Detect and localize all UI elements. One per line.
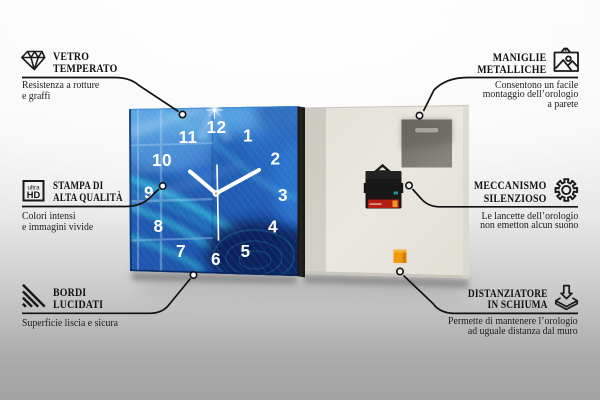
svg-text:9: 9	[144, 182, 154, 202]
svg-text:11: 11	[179, 127, 198, 147]
svg-text:6: 6	[211, 249, 221, 269]
svg-text:2: 2	[271, 148, 281, 168]
svg-text:ultra: ultra	[27, 185, 40, 192]
svg-text:HD: HD	[27, 190, 41, 200]
svg-text:8: 8	[154, 216, 164, 236]
svg-text:3: 3	[278, 185, 288, 205]
svg-text:12: 12	[207, 117, 227, 137]
svg-text:1: 1	[243, 125, 253, 145]
svg-text:5: 5	[241, 241, 251, 261]
svg-text:4: 4	[268, 216, 278, 236]
svg-text:10: 10	[152, 150, 172, 170]
svg-text:7: 7	[176, 241, 186, 261]
